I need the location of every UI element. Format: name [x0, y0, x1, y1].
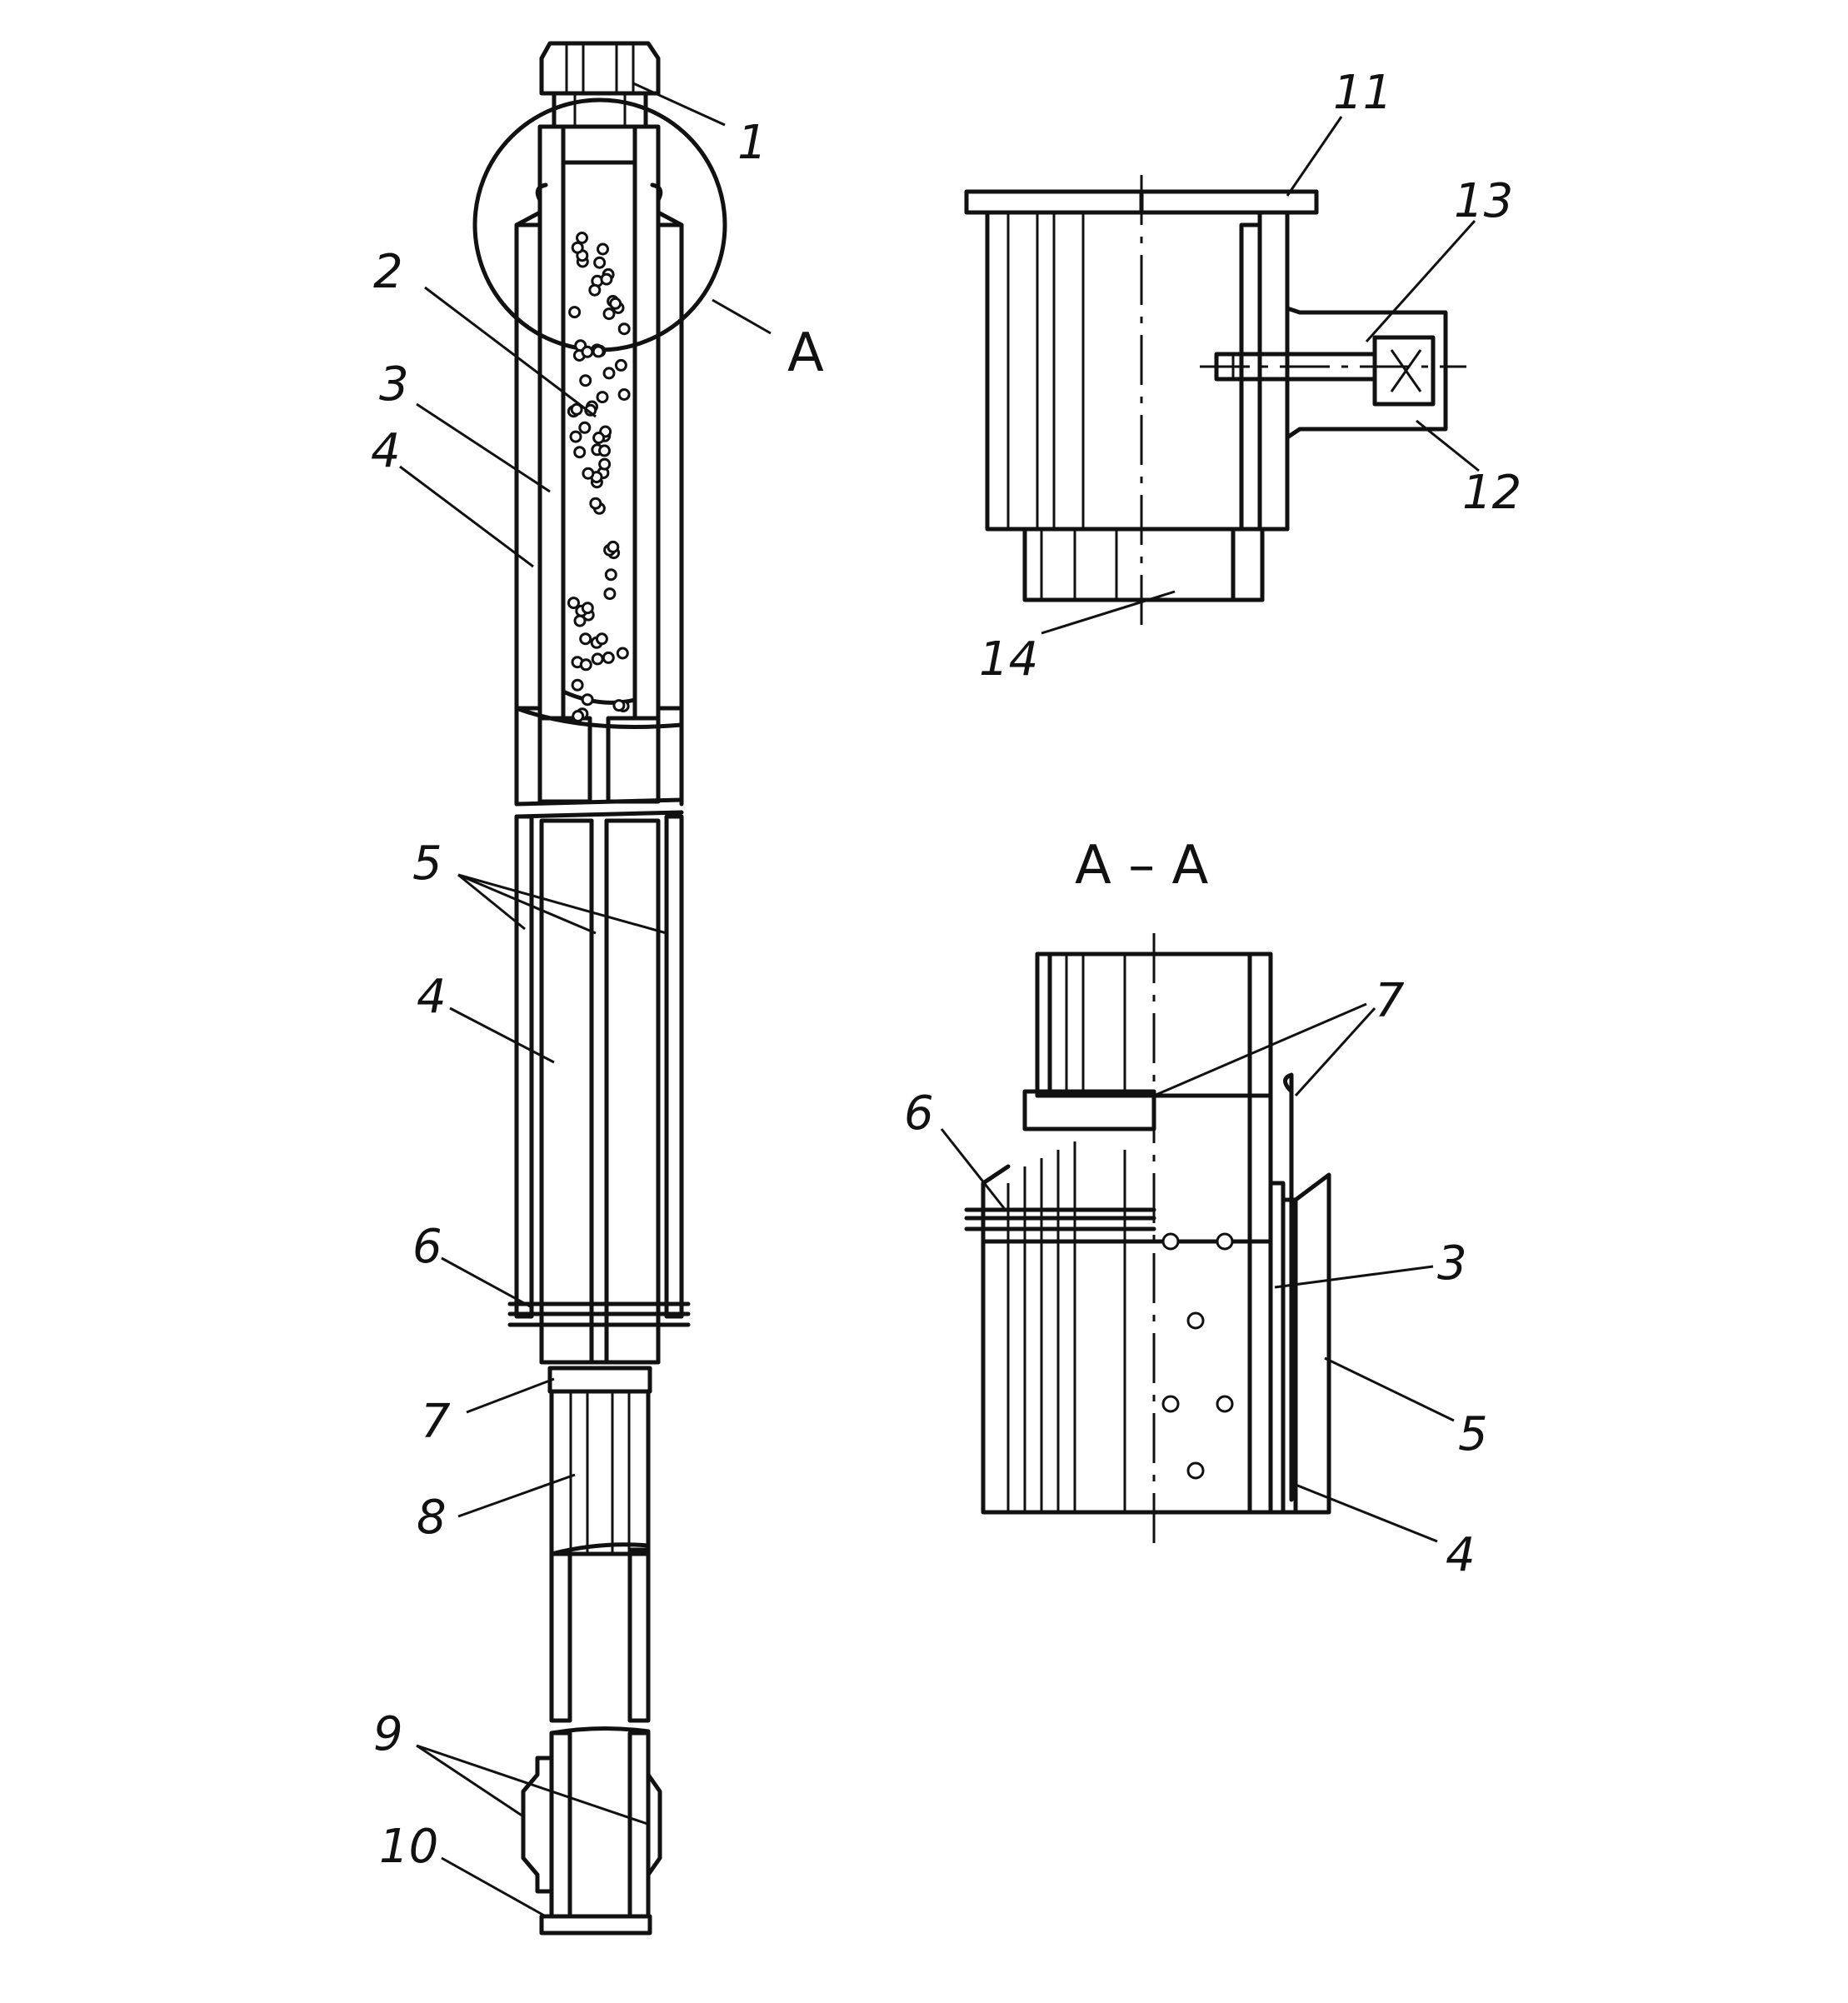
- label-aa-4: 4: [1446, 1528, 1476, 1582]
- granule: [592, 432, 606, 444]
- granule: [581, 345, 594, 358]
- granule: [616, 647, 629, 660]
- granule: [589, 497, 602, 510]
- granule: [602, 307, 616, 321]
- granule: [568, 306, 582, 319]
- clip-right: [650, 182, 663, 202]
- section-title: A – A: [1075, 835, 1208, 897]
- granule: [576, 232, 588, 244]
- granule: [591, 652, 604, 666]
- granule: [603, 587, 617, 601]
- granule: [572, 710, 585, 722]
- granule: [593, 256, 607, 269]
- inner-tube-upper: [537, 124, 661, 721]
- granule: [571, 241, 584, 254]
- label-12: 12: [1462, 466, 1521, 520]
- granule: [579, 632, 592, 646]
- label-1: 1: [737, 116, 767, 170]
- label-14: 14: [979, 632, 1038, 687]
- granule: [588, 283, 602, 297]
- granule: [579, 658, 592, 672]
- detail-circle-a: [472, 97, 727, 352]
- granule: [602, 651, 615, 664]
- top-right-detail-view: 11 13 12 14: [964, 66, 1521, 687]
- granule: [582, 467, 595, 480]
- granule: [598, 457, 612, 471]
- granule: [570, 402, 583, 416]
- label-3: 3: [379, 357, 409, 412]
- label-aa-3: 3: [1437, 1236, 1467, 1291]
- granule: [573, 446, 587, 459]
- label-8: 8: [417, 1491, 447, 1545]
- granule: [607, 540, 620, 553]
- label-7: 7: [421, 1395, 451, 1449]
- label-5: 5: [412, 837, 442, 891]
- label-2: 2: [373, 245, 403, 299]
- granule: [581, 602, 594, 615]
- label-13: 13: [1454, 174, 1513, 228]
- leader-lines-main: [399, 82, 772, 1918]
- granule: [592, 345, 605, 358]
- plug-section: [514, 716, 684, 807]
- granule: [604, 568, 617, 582]
- granule: [612, 699, 626, 712]
- granule: [569, 430, 582, 443]
- label-6: 6: [412, 1220, 442, 1274]
- granule: [598, 444, 611, 457]
- lower-tube: [521, 1389, 662, 1936]
- label-4-middle: 4: [417, 970, 447, 1024]
- granular-filling: [567, 232, 631, 722]
- main-assembly-view: 1 2 3 4 A 5 4 6 7 8 9 10: [371, 41, 824, 1936]
- granule: [573, 614, 587, 627]
- label-aa-7: 7: [1375, 974, 1405, 1028]
- granule: [596, 391, 609, 404]
- label-aa-6: 6: [904, 1086, 934, 1141]
- granule: [617, 322, 631, 336]
- granule: [602, 367, 616, 380]
- granule: [581, 693, 594, 707]
- granule: [579, 374, 592, 387]
- label-4: 4: [371, 424, 401, 478]
- granule: [609, 297, 622, 310]
- top-cap: [539, 41, 661, 129]
- label-aa-5: 5: [1458, 1407, 1488, 1461]
- label-10: 10: [379, 1820, 438, 1874]
- granule: [597, 242, 609, 256]
- granule: [614, 358, 627, 372]
- granule: [600, 272, 613, 286]
- clip-left: [535, 182, 548, 202]
- label-11: 11: [1333, 66, 1392, 120]
- granule: [617, 388, 631, 401]
- middle-section: [507, 810, 691, 1394]
- granule: [595, 632, 608, 646]
- label-detail-a: A: [787, 322, 824, 384]
- granule: [571, 678, 584, 692]
- label-9: 9: [373, 1707, 403, 1761]
- granule: [567, 597, 580, 610]
- granule: [578, 421, 592, 434]
- section-aa-view: A – A 7 6: [904, 835, 1488, 1582]
